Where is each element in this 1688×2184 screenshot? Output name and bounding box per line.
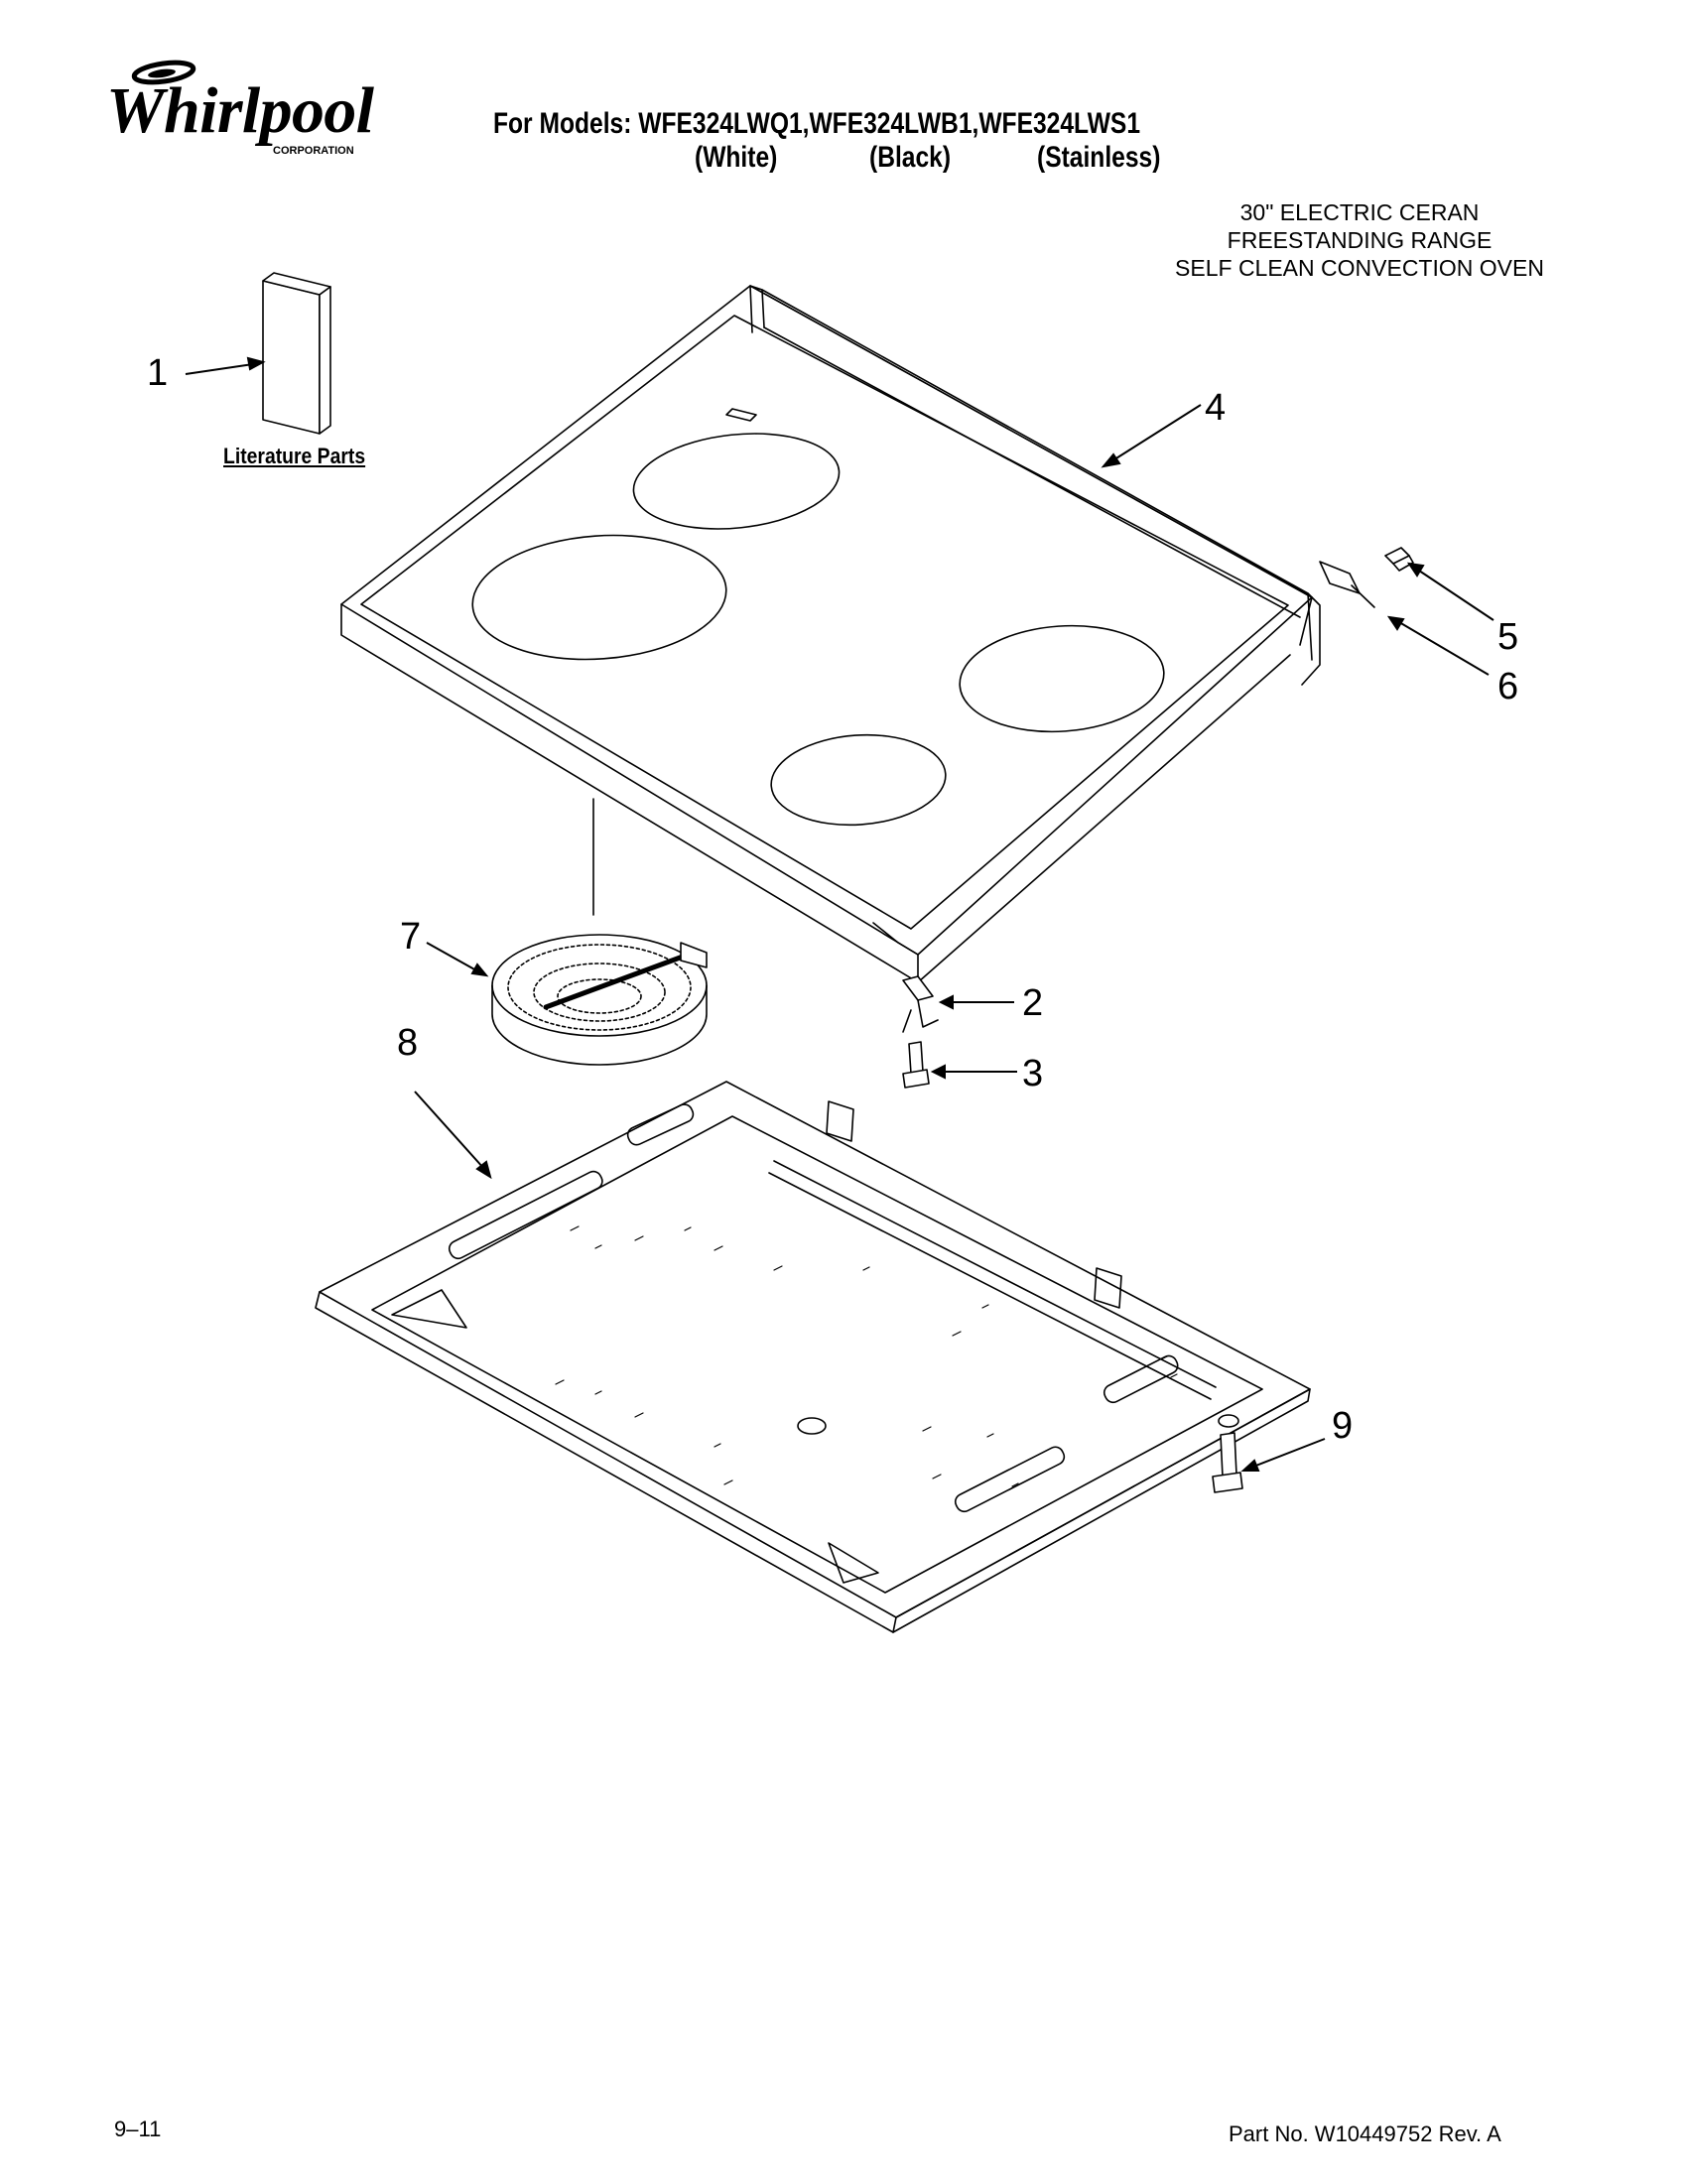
clip-screw (902, 1041, 930, 1089)
cooktop-glass (340, 285, 1321, 983)
callout-leaders (185, 356, 1494, 1472)
cooktop-bracket (1319, 547, 1414, 608)
description-line-3: SELF CLEAN CONVECTION OVEN (1175, 255, 1544, 281)
callout-7: 7 (400, 916, 422, 958)
product-description: 30" ELECTRIC CERAN FREESTANDING RANGE SE… (1151, 198, 1568, 282)
literature-parts-label: Literature Parts (223, 444, 366, 468)
callout-5: 5 (1497, 616, 1519, 658)
logo-wordmark: Whirlpool (106, 74, 375, 147)
whirlpool-logo: Whirlpool CORPORATION (106, 60, 375, 157)
callout-1: 1 (147, 352, 169, 394)
callout-3: 3 (1022, 1053, 1044, 1094)
models-line: For Models: WFE324LWQ1,WFE324LWB1,WFE324… (493, 107, 1141, 140)
callout-4: 4 (1205, 387, 1227, 429)
logo-corporation: CORPORATION (273, 145, 354, 157)
variant-black: (Black) (869, 141, 952, 174)
footer-date: 9–11 (114, 2117, 162, 2141)
callout-9: 9 (1332, 1405, 1354, 1447)
variant-stainless: (Stainless) (1037, 141, 1161, 174)
callout-8: 8 (397, 1022, 419, 1064)
cooktop-clip (902, 975, 939, 1033)
callout-6: 6 (1497, 666, 1519, 707)
variant-white: (White) (695, 141, 778, 174)
description-line-1: 30" ELECTRIC CERAN (1239, 199, 1480, 225)
footer-part-number: Part No. W10449752 Rev. A (1229, 2121, 1501, 2146)
radiant-element (491, 934, 708, 1066)
literature-book (262, 272, 331, 435)
main-top-frame (315, 1081, 1311, 1633)
description-line-2: FREESTANDING RANGE (1227, 227, 1493, 253)
callout-2: 2 (1022, 982, 1044, 1024)
